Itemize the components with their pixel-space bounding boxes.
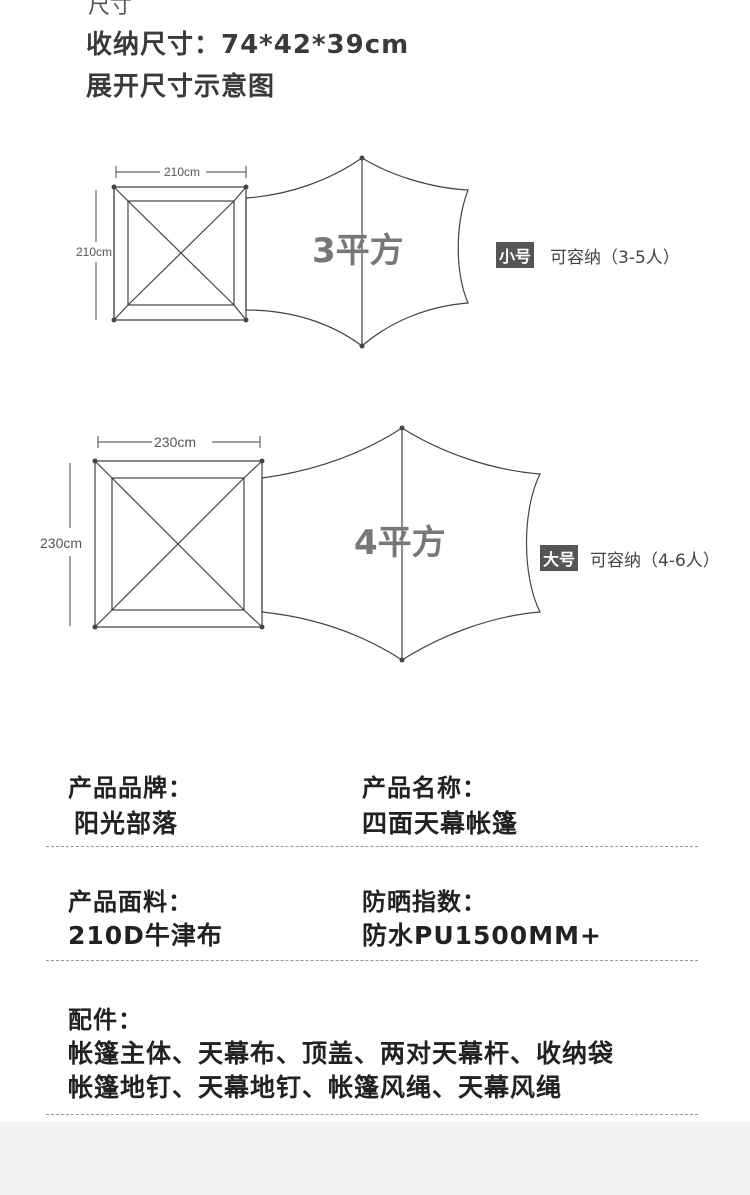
name-label: 产品名称： bbox=[362, 774, 487, 802]
diagram-title: 展开尺寸示意图 bbox=[86, 72, 276, 102]
large-width-label: 230cm bbox=[154, 434, 196, 450]
large-capacity: 可容纳（4-6人） bbox=[590, 550, 720, 571]
small-height-label: 210cm bbox=[76, 245, 112, 259]
brand-label: 产品品牌： bbox=[68, 774, 193, 802]
fabric-label: 产品面料： bbox=[68, 888, 193, 916]
small-capacity: 可容纳（3-5人） bbox=[550, 247, 680, 268]
divider bbox=[46, 846, 698, 847]
sun-label: 防晒指数： bbox=[362, 888, 487, 916]
parts-line-2: 帐篷地钉、天幕地钉、帐篷风绳、天幕风绳 bbox=[68, 1073, 563, 1102]
name-value: 四面天幕帐篷 bbox=[362, 809, 519, 838]
large-tent-diagram bbox=[69, 427, 541, 661]
large-size-tag: 大号 bbox=[540, 545, 579, 571]
section-title-cut: 尺寸 bbox=[88, 0, 133, 19]
small-size-tag: 小号 bbox=[496, 242, 535, 268]
parts-line-1: 帐篷主体、天幕布、顶盖、两对天幕杆、收纳袋 bbox=[68, 1039, 615, 1068]
footer-band bbox=[0, 1122, 750, 1195]
small-tent-diagram bbox=[95, 157, 469, 347]
sun-value: 防水PU1500MM+ bbox=[362, 921, 602, 950]
packed-size: 收纳尺寸：74*42*39cm bbox=[86, 30, 410, 60]
tent-diagrams: 210cm 210cm 3平方 230cm 230cm 4平方 bbox=[40, 155, 541, 663]
large-height-label: 230cm bbox=[40, 535, 82, 551]
divider bbox=[46, 1114, 698, 1115]
small-area-label: 3平方 bbox=[312, 231, 404, 271]
small-size-caption: 小号 可容纳（3-5人） bbox=[496, 242, 680, 268]
divider bbox=[46, 960, 698, 961]
large-area-label: 4平方 bbox=[354, 523, 446, 563]
brand-value: 阳光部落 bbox=[74, 809, 179, 838]
fabric-value: 210D牛津布 bbox=[68, 921, 223, 950]
parts-label: 配件： bbox=[68, 1006, 143, 1034]
small-width-label: 210cm bbox=[164, 165, 200, 179]
large-size-caption: 大号 可容纳（4-6人） bbox=[540, 545, 720, 571]
